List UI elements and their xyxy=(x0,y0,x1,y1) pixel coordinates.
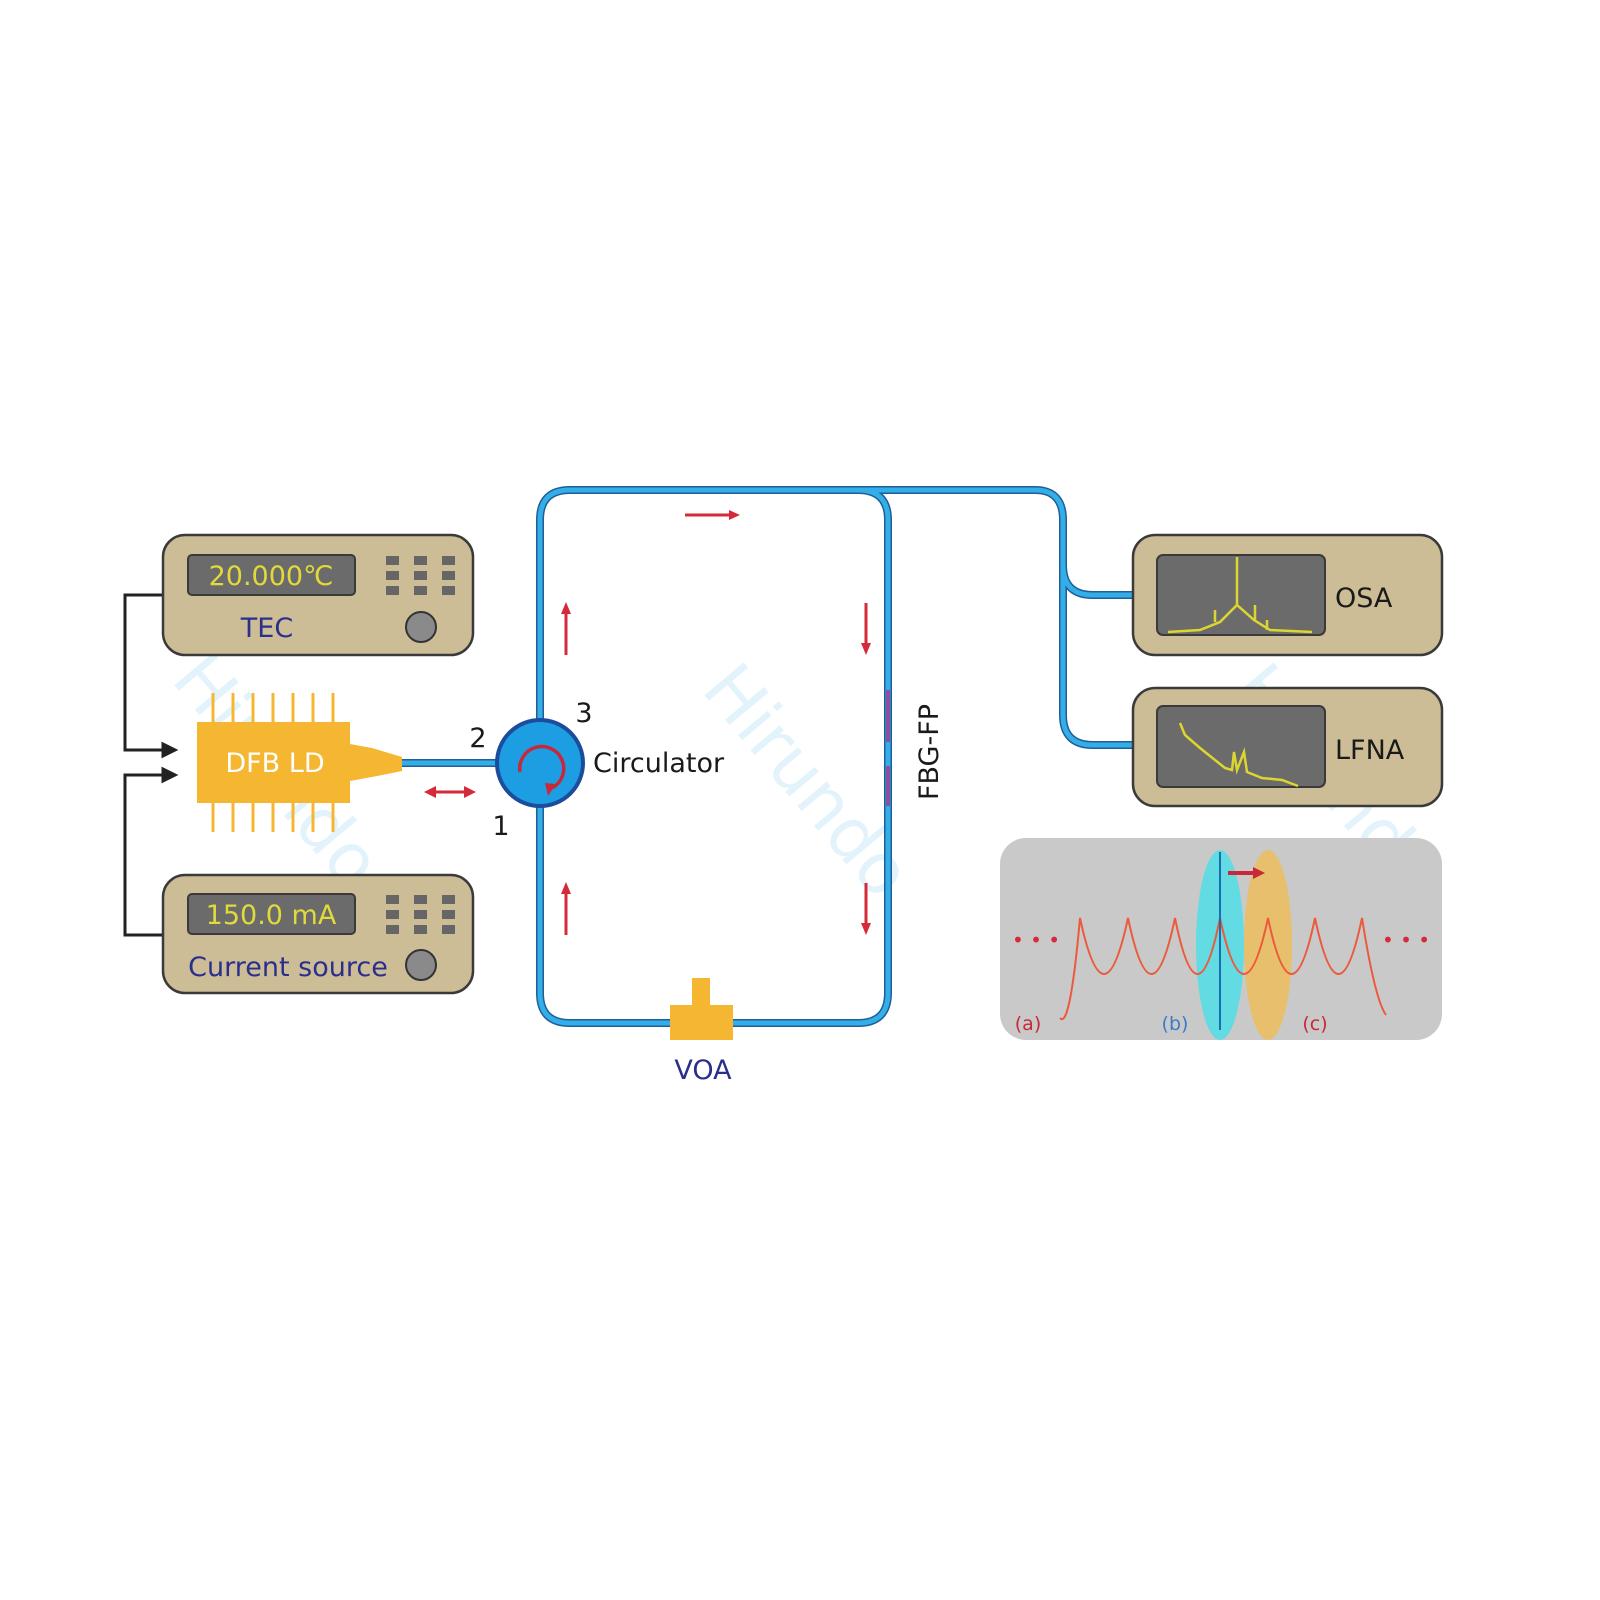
optical-fibers xyxy=(402,486,1133,1027)
port-2-label: 2 xyxy=(469,723,486,754)
current-source: 150.0 mA Current source xyxy=(161,873,475,995)
circulator: 2 3 1 Circulator xyxy=(469,698,725,842)
port-3-label: 3 xyxy=(575,698,592,729)
fbg-label: FBG-FP xyxy=(914,704,945,800)
current-display xyxy=(187,893,356,935)
knob-icon xyxy=(405,949,437,981)
lfna-noise-trace xyxy=(1178,722,1299,788)
laser-mode-c xyxy=(1244,850,1292,1040)
direction-arrows xyxy=(424,510,871,935)
current-display-value: 150.0 mA xyxy=(206,900,337,931)
voa: VOA xyxy=(670,978,733,1086)
knob-icon xyxy=(405,611,437,643)
keypad-icon xyxy=(386,556,455,595)
ellipsis-left: • • • xyxy=(1012,928,1060,952)
mode-shift-inset: • • • • • • (a) (b) (c) xyxy=(1000,838,1442,1040)
circulator-label: Circulator xyxy=(593,748,725,779)
label-c: (c) xyxy=(1302,1013,1327,1035)
tec-display-value: 20.000℃ xyxy=(209,561,334,592)
label-a: (a) xyxy=(1015,1013,1041,1035)
lfna-instrument: LFNA xyxy=(1131,686,1444,808)
control-wires xyxy=(123,593,179,937)
osa-spectrum-trace xyxy=(1167,557,1313,634)
osa-instrument: OSA xyxy=(1131,533,1444,657)
tec-label: TEC xyxy=(240,613,293,644)
label-b: (b) xyxy=(1162,1013,1189,1035)
current-source-label: Current source xyxy=(188,952,388,983)
tec-controller: 20.000℃ TEC xyxy=(161,533,475,657)
dfb-laser: DFB LD xyxy=(197,693,402,832)
keypad-icon xyxy=(386,895,455,934)
ellipsis-right: • • • xyxy=(1382,928,1430,952)
laser-label: DFB LD xyxy=(225,748,324,779)
port-1-label: 1 xyxy=(492,811,509,842)
tec-display xyxy=(187,554,356,596)
voa-label: VOA xyxy=(674,1055,732,1086)
osa-label: OSA xyxy=(1335,583,1393,614)
circulation-arrow-icon xyxy=(517,744,566,790)
lfna-label: LFNA xyxy=(1335,735,1405,766)
